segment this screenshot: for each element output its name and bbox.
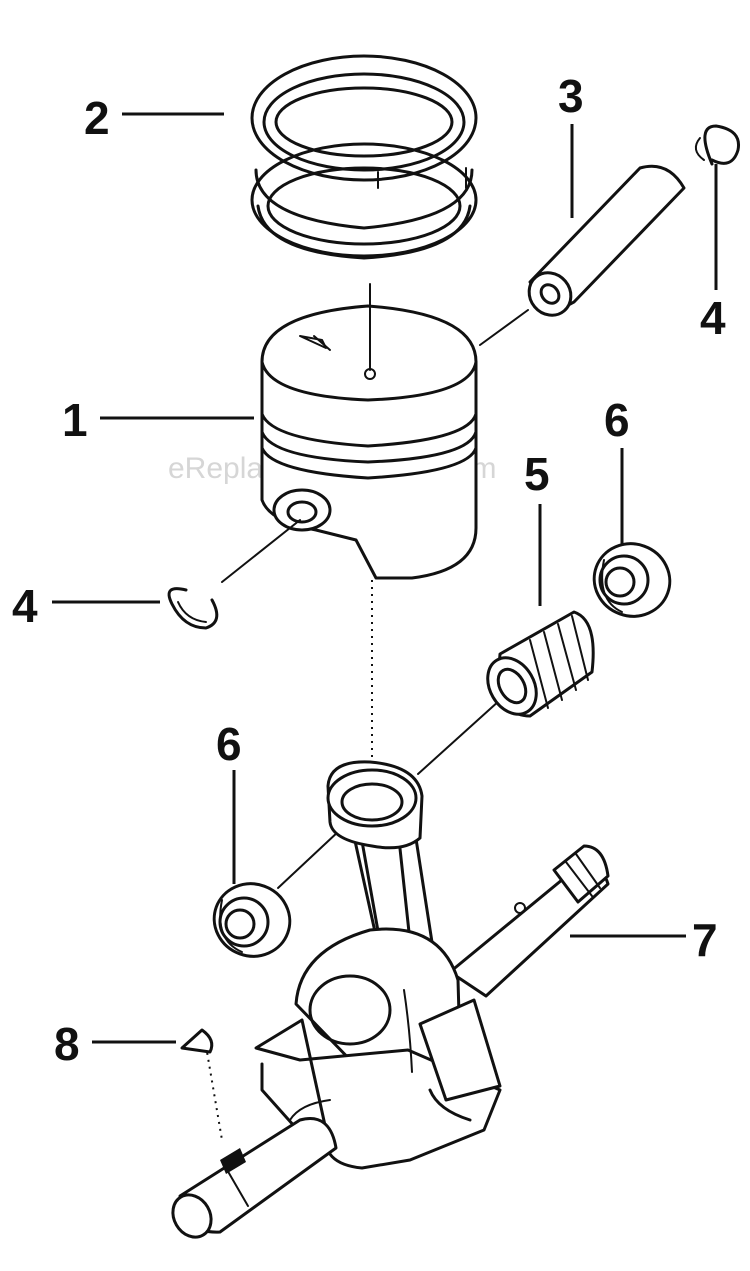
piston-rings [250, 54, 478, 260]
oil-seal-left [212, 882, 292, 958]
woodruff-key [180, 1028, 214, 1054]
seal-guide-line [277, 829, 341, 889]
circlip-guide-line [221, 519, 301, 583]
oil-seal-right [592, 542, 672, 618]
key-guide-line [205, 1045, 223, 1141]
callout-4-left: 4 [12, 580, 38, 632]
wrist-pin [479, 164, 686, 346]
crankshaft-assembly [171, 760, 610, 1239]
callout-8: 8 [54, 1018, 80, 1070]
circlip-right [694, 124, 741, 166]
callout-6-right: 6 [604, 394, 630, 446]
callout-6-left: 6 [216, 718, 242, 770]
callout-5: 5 [524, 448, 550, 500]
callout-1: 1 [62, 394, 88, 446]
callout-3: 3 [558, 70, 584, 122]
bearing-guide-line [417, 699, 501, 775]
callout-2: 2 [84, 92, 110, 144]
callout-4-right: 4 [700, 292, 726, 344]
piston [260, 304, 478, 580]
callout-7: 7 [692, 914, 718, 966]
circlip-left [167, 587, 219, 630]
needle-bearing [486, 610, 595, 718]
